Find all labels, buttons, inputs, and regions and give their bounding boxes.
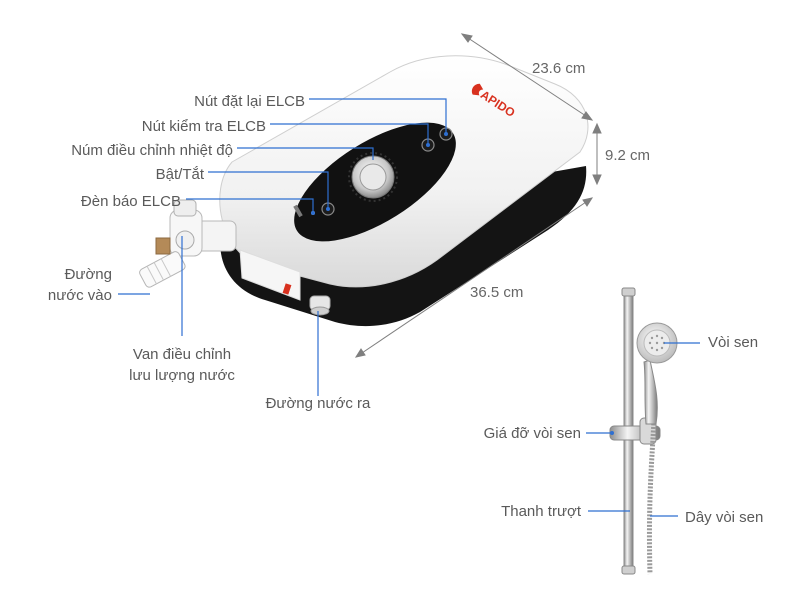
- water-outlet-pipe: [309, 295, 331, 316]
- label-test-elcb: Nút kiểm tra ELCB: [142, 118, 266, 135]
- inlet-pipe: [139, 251, 186, 288]
- label-shower-holder: Giá đỡ vòi sen: [484, 425, 581, 442]
- label-shower-head: Vòi sen: [708, 334, 758, 351]
- height-dimension: 9.2 cm: [605, 147, 650, 164]
- label-water-in-line1: Đường: [65, 266, 112, 283]
- dimension-lines: [354, 33, 602, 358]
- label-temperature-knob: Núm điều chỉnh nhiệt độ: [71, 142, 233, 159]
- water-heater: APIDO: [219, 55, 589, 327]
- label-water-out: Đường nước ra: [266, 395, 371, 412]
- label-power: Bật/Tắt: [156, 166, 205, 183]
- label-flow-valve-line2: lưu lượng nước: [129, 367, 235, 384]
- label-flow-valve-line1: Van điều chỉnh: [133, 346, 231, 363]
- label-slide-bar: Thanh trượt: [501, 503, 582, 520]
- leader-lines: [118, 98, 700, 517]
- label-water-in-line2: nước vào: [48, 287, 112, 304]
- water-inlet-valve: [139, 199, 237, 288]
- shower-hose: [646, 419, 657, 575]
- label-shower-hose: Dây vòi sen: [685, 509, 763, 526]
- length-dimension: 36.5 cm: [470, 284, 523, 301]
- label-reset-elcb: Nút đặt lại ELCB: [194, 93, 305, 110]
- width-dimension: 23.6 cm: [532, 60, 585, 77]
- callout-labels: Nút đặt lại ELCB Nút kiểm tra ELCB Núm đ…: [48, 93, 763, 526]
- label-elcb-light: Đèn báo ELCB: [81, 193, 181, 210]
- shower-set: [609, 287, 678, 575]
- shower-handle: [643, 359, 658, 425]
